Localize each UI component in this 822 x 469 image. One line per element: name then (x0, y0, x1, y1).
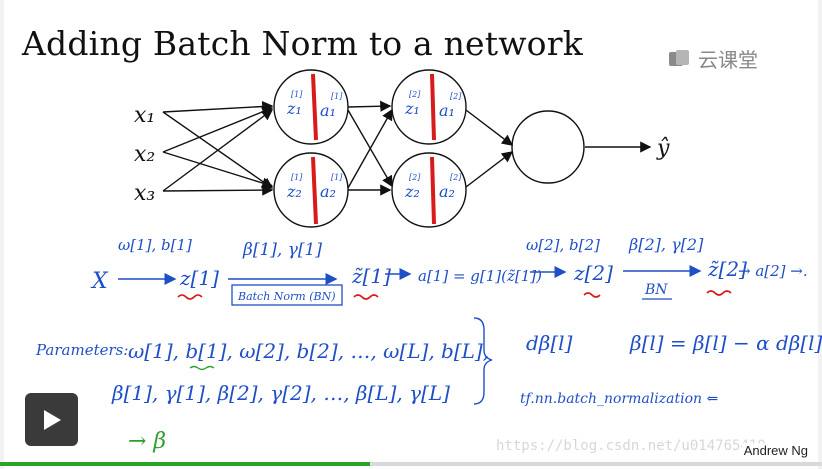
layer1-a1: a₁ (320, 101, 336, 120)
underline-ztilde1 (353, 294, 379, 300)
params-label: Parameters: (35, 341, 128, 359)
bn-split-2-1 (430, 73, 436, 141)
layer1-z2-sup: [1] (291, 173, 303, 182)
brand-text: 云课堂 (698, 48, 758, 72)
right-edge (818, 0, 822, 469)
layer1-node-1 (273, 69, 349, 145)
params-brace (473, 317, 493, 405)
layer2-node-1 (391, 69, 467, 145)
input-x3: x₃ (134, 181, 155, 206)
underline-b1 (189, 365, 215, 371)
update-rule: β[l] = β[l] − α dβ[l] (629, 331, 822, 355)
layer2-z1-sup: [2] (409, 90, 421, 99)
underline-z1 (177, 294, 203, 300)
output-edges (465, 109, 514, 188)
input-x1: x₁ (134, 103, 155, 128)
layer2-a1-sup: [2] (450, 92, 462, 101)
params-row-2: β[1], γ[1], β[2], γ[2], …, β[L], γ[L] (111, 381, 450, 405)
flow-w1b1: ω[1], b[1] (118, 236, 192, 254)
slide-title: Adding Batch Norm to a network (22, 24, 583, 63)
hidden-edges (347, 100, 393, 196)
play-button[interactable] (25, 393, 78, 446)
layer2-a1: a₁ (439, 101, 455, 120)
flow-a2: → a[2] →. (738, 262, 808, 280)
video-progress-track[interactable] (0, 462, 822, 466)
layer2-a2-sup: [2] (450, 173, 462, 182)
output-node (511, 110, 585, 184)
flow-beta-gamma-1: β[1], γ[1] (242, 240, 322, 260)
input-x2: x₂ (134, 142, 155, 167)
bn-box-label: Batch Norm (BN) (237, 290, 336, 303)
layer1-a2-sup: [1] (331, 173, 343, 182)
layer1-z2: z₂ (286, 182, 302, 201)
beta-arrow-note: → β (128, 429, 166, 454)
cloud-class-icon (668, 49, 690, 69)
flow-z2: z[2] (573, 261, 613, 285)
flow-w2b2: ω[2], b[2] (526, 236, 600, 254)
dbeta-note: dβ[l] (526, 331, 573, 355)
layer1-a1-sup: [1] (331, 92, 343, 101)
brand-logo: 云课堂 (668, 44, 758, 73)
flow-ztilde1: z̃[1] (351, 264, 391, 288)
blog-watermark: https://blog.csdn.net/u014765410 (496, 438, 766, 454)
layer1-z1: z₁ (286, 99, 302, 118)
layer1-node-2 (273, 152, 349, 228)
flow-ztilde2: z̃[2] (707, 257, 747, 281)
bn-box (231, 284, 343, 306)
underline-ztilde2 (706, 290, 732, 296)
flow-beta-gamma-2: β[2], γ[2] (628, 235, 704, 254)
tf-call-note: tf.nn.batch_normalization ⇐ (520, 391, 718, 407)
play-icon (43, 409, 61, 430)
layer2-a2: a₂ (439, 182, 455, 201)
layer2-z1: z₁ (404, 99, 420, 118)
flow-bn2: BN (644, 282, 668, 298)
params-row-1: ω[1], b[1], ω[2], b[2], …, ω[L], b[L], (128, 339, 489, 363)
bn-split-2-2 (430, 156, 436, 225)
layer1-a2: a₂ (320, 182, 336, 201)
flow-a1: a[1] = g[1](z̃[1]) (418, 267, 542, 285)
flow-z1: z[1] (179, 266, 219, 290)
underline-z2 (583, 292, 601, 298)
input-edges (162, 100, 274, 196)
video-progress-fill (0, 462, 370, 466)
bn-split-1-1 (311, 73, 318, 141)
flow-x: X (90, 269, 109, 294)
layer2-z2-sup: [2] (409, 173, 421, 182)
left-edge (0, 0, 4, 469)
bn-split-1-2 (311, 156, 318, 225)
output-yhat: ŷ (656, 136, 670, 161)
layer1-z1-sup: [1] (291, 90, 303, 99)
author-credit: Andrew Ng (741, 443, 810, 458)
layer2-z2: z₂ (404, 182, 420, 201)
layer2-node-2 (391, 152, 467, 228)
